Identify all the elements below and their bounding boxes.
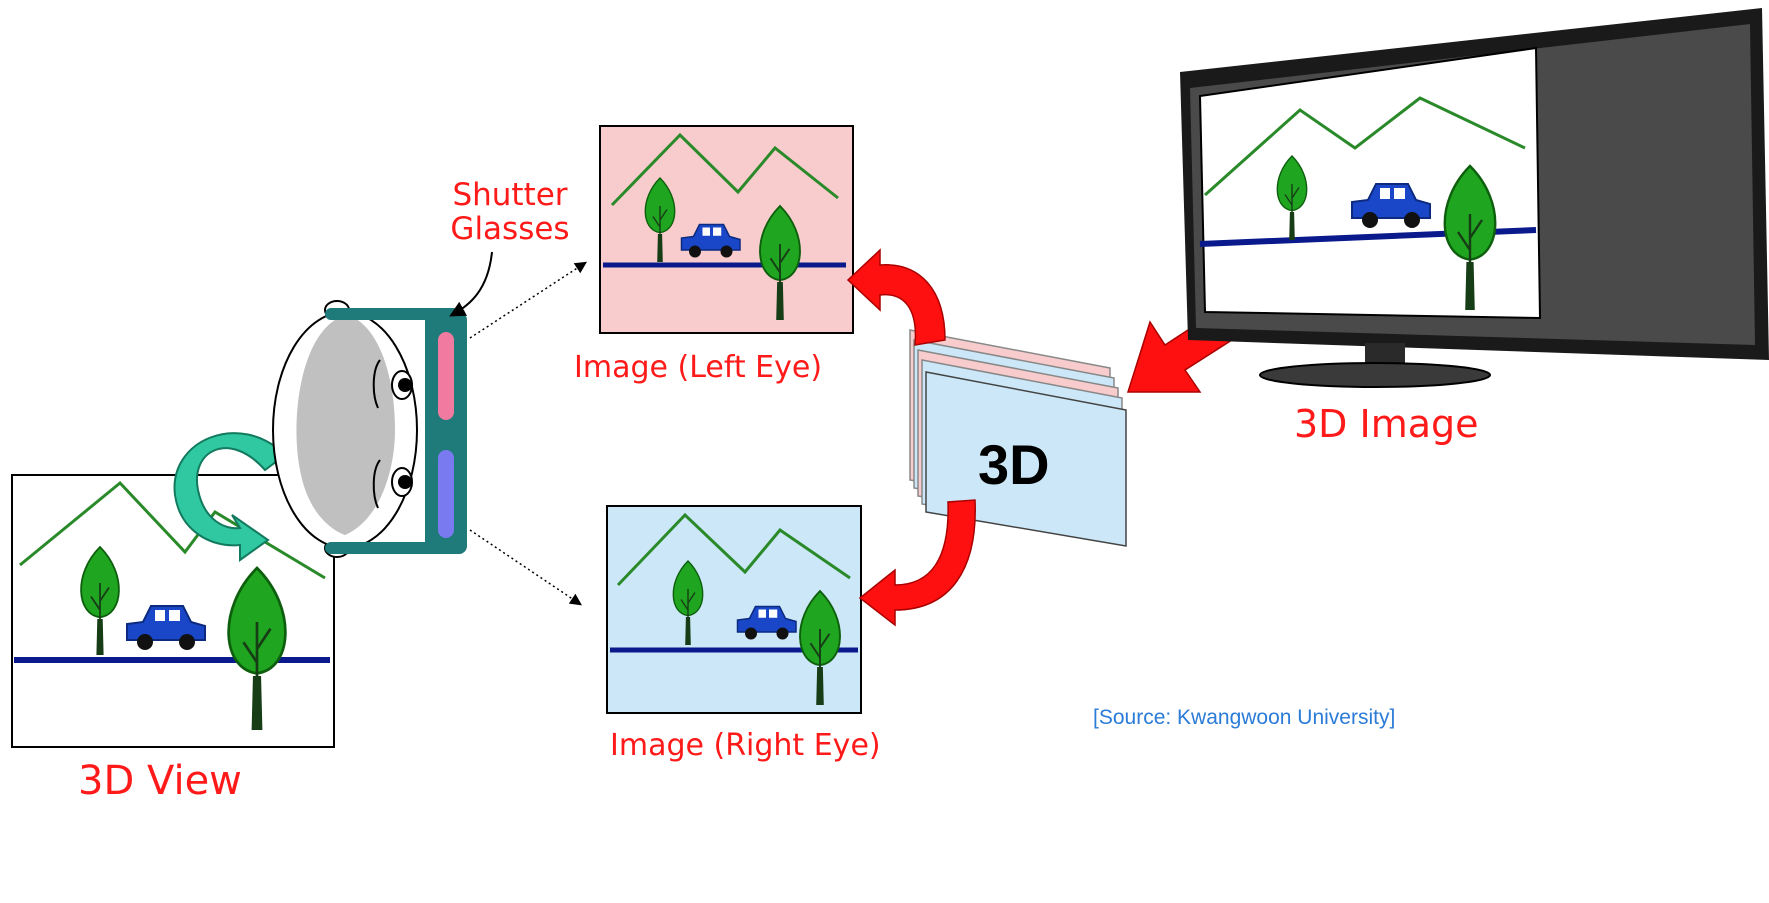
viewer-head <box>272 300 418 558</box>
red-arrow-to-right-eye <box>858 499 976 627</box>
three-d-frame-stack <box>909 329 1127 547</box>
right-eye-image <box>606 505 862 714</box>
turn-arrow-icon <box>173 432 287 562</box>
three-d-stack-label: 3D <box>978 433 1050 496</box>
shutter-glasses <box>325 308 467 554</box>
tv-monitor <box>1180 8 1769 388</box>
right-eye-dotted-arrow <box>469 529 582 606</box>
glasses-pointer <box>449 251 493 317</box>
shutter-glasses-label: Shutter Glasses <box>430 178 590 246</box>
source-credit: [Source: Kwangwoon University] <box>1093 706 1396 729</box>
right-eye-label: Image (Right Eye) <box>610 728 881 763</box>
red-arrow-to-left-eye <box>846 248 946 346</box>
shutter-glasses-label-line2: Glasses <box>450 211 570 247</box>
three-d-view-label: 3D View <box>78 758 242 804</box>
left-eye-label: Image (Left Eye) <box>574 350 823 385</box>
left-eye-image <box>599 125 854 334</box>
shutter-glasses-label-line1: Shutter <box>452 177 568 213</box>
three-d-image-label: 3D Image <box>1294 402 1479 446</box>
three-d-view-image <box>11 474 335 748</box>
